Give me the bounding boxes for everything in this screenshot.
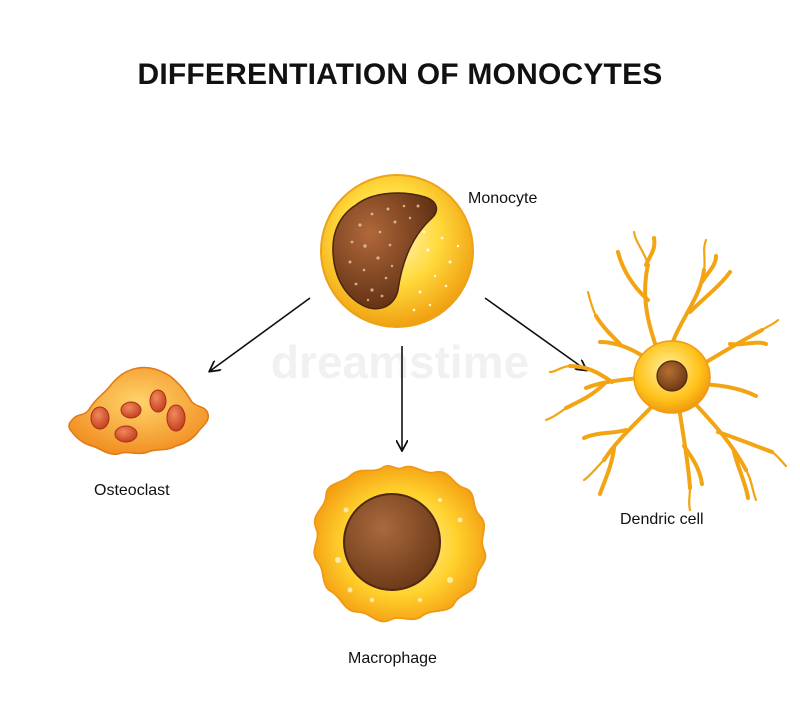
osteoclast-nucleus — [114, 425, 138, 443]
monocyte-nucleus — [332, 192, 438, 310]
watermark-text: dreamstime — [271, 336, 529, 388]
dendritic-cell-nucleus — [656, 360, 688, 392]
macrophage-nucleus — [343, 493, 441, 591]
dendritic-cell-label: Dendric cell — [620, 511, 704, 528]
osteoclast-nucleus — [149, 389, 167, 413]
monocyte-cell — [320, 174, 474, 328]
diagram-title: DIFFERENTIATION OF MONOCYTES — [137, 58, 663, 91]
osteoclast-label: Osteoclast — [94, 482, 170, 499]
monocyte-label: Monocyte — [468, 190, 538, 207]
arrow-to-osteoclast — [210, 297, 311, 371]
dendritic-cell-body — [633, 340, 711, 414]
osteoclast-nucleus — [90, 406, 110, 430]
arrow-to-dendritic-cell — [484, 297, 586, 370]
osteoclast-nucleus — [166, 404, 186, 432]
osteoclast-cell — [68, 366, 210, 456]
osteoclast-nucleus — [120, 401, 142, 419]
macrophage-cell — [313, 464, 487, 623]
macrophage-label: Macrophage — [348, 650, 437, 667]
